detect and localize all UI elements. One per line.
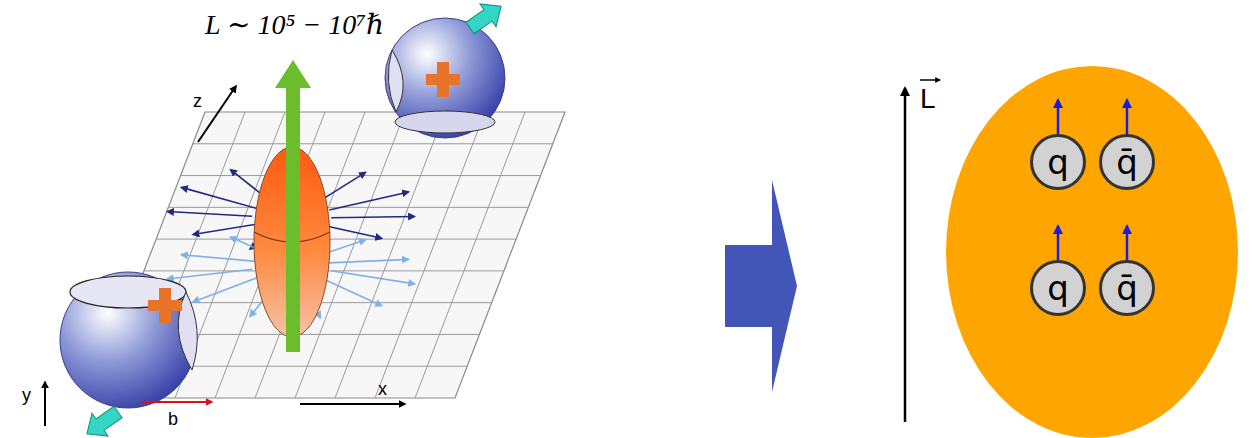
l-vector-arrow [904,88,907,422]
qgp-droplet [946,66,1238,438]
axis-label: y [22,386,31,406]
spin-arrows [1058,100,1127,288]
x-axis [300,403,405,405]
quark-symbol: q [1047,271,1069,305]
quark-symbol: q̄ [1116,145,1138,179]
quark-symbol: q [1047,145,1069,179]
y-axis [44,382,46,426]
nucleus-left [60,272,197,408]
angular-momentum-arrow [275,60,311,352]
motion-arrow [79,401,126,438]
motion-arrow [462,0,509,39]
momentum-label: L ∼ 10⁵ − 10⁷ℏ [205,10,384,41]
z-axis [198,86,236,142]
vector-accent [920,79,940,81]
transition-arrow [725,180,797,392]
nucleus-right [385,18,505,138]
quark-circle: q̄ [1099,134,1155,190]
impact-parameter-arrow [142,401,212,403]
quark-circle: q [1030,260,1086,316]
quark-symbol: q̄ [1116,271,1138,305]
axis-label: z [193,92,202,112]
quark-circle: q̄ [1099,260,1155,316]
impact-parameter-label: b [168,410,178,430]
vector-label: L [920,84,936,115]
axis-label: x [378,380,387,400]
quark-circle: q [1030,134,1086,190]
